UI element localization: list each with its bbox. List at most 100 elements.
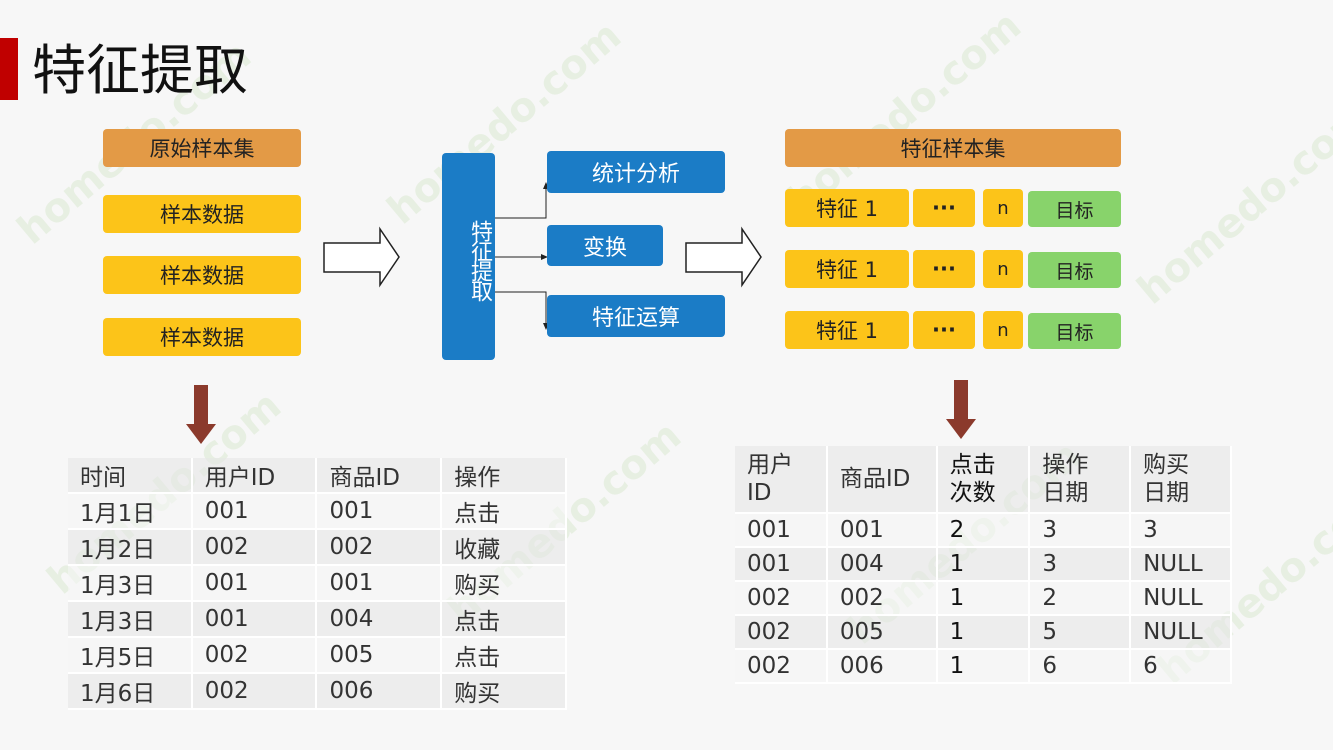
target-box: 目标: [1028, 252, 1121, 288]
branch-lines: [495, 186, 547, 326]
page-title: 特征提取: [32, 39, 248, 102]
title-accent-bar: [0, 38, 18, 100]
table-header-cell: 用户ID: [191, 458, 318, 494]
table-row: 1月3日 001 004 点击: [68, 601, 567, 638]
feature-sample-set-header: 特征样本集: [785, 129, 1121, 167]
table-cell: NULL: [1130, 615, 1232, 650]
table-row: 1月5日 002 005 点击: [68, 637, 567, 674]
table-cell: 001: [316, 493, 443, 530]
table-cell: 3: [1029, 547, 1132, 582]
table-cell: 005: [316, 637, 443, 674]
table-cell: 1: [936, 649, 1031, 684]
table-cell: 006: [826, 649, 938, 684]
table-header-cell: 时间: [68, 458, 193, 494]
table-cell: 收藏: [441, 529, 567, 566]
table-cell: 1月6日: [68, 673, 193, 710]
table-header-cell: 点击次数: [936, 446, 1031, 514]
table-cell: 002: [316, 529, 443, 566]
table-cell: 1月1日: [68, 493, 193, 530]
table-row: 1月6日 002 006 购买: [68, 673, 567, 710]
n-box: n: [983, 250, 1023, 288]
table-cell: 点击: [441, 493, 567, 530]
table-cell: 1: [936, 547, 1031, 582]
table-cell: 001: [316, 565, 443, 602]
table-header-cell: 操作: [441, 458, 567, 494]
table-row: 001 004 1 3 NULL: [735, 547, 1232, 582]
table-cell: 1月3日: [68, 601, 193, 638]
table-cell: 购买: [441, 673, 567, 710]
table-cell: 3: [1130, 513, 1232, 548]
table-row: 001 001 2 3 3: [735, 513, 1232, 548]
hollow-arrow-1: [323, 226, 400, 288]
table-cell: 点击: [441, 601, 567, 638]
feature-box: 特征 1: [785, 311, 909, 349]
table-cell: NULL: [1130, 547, 1232, 582]
table-cell: 002: [735, 581, 828, 616]
feature-box: 特征 1: [785, 189, 909, 227]
n-box: n: [983, 311, 1023, 349]
ellipsis-box: ···: [913, 250, 975, 288]
table-cell: 1月3日: [68, 565, 193, 602]
table-cell: 005: [826, 615, 938, 650]
table-cell: 002: [191, 673, 318, 710]
table-cell: 002: [826, 581, 938, 616]
table-cell: 购买: [441, 565, 567, 602]
table-header-cell: 商品ID: [826, 446, 938, 514]
table-cell: 5: [1029, 615, 1132, 650]
table-cell: 1: [936, 615, 1031, 650]
table-cell: 002: [735, 649, 828, 684]
table-header-cell: 购买日期: [1130, 446, 1232, 514]
table-row: 002 002 1 2 NULL: [735, 581, 1232, 616]
down-arrows: [186, 380, 976, 444]
table-cell: 6: [1130, 649, 1232, 684]
table-cell: 点击: [441, 637, 567, 674]
table-cell: 1月5日: [68, 637, 193, 674]
sample-data-box: 样本数据: [103, 195, 301, 233]
table-cell: 001: [826, 513, 938, 548]
method-feature-computation: 特征运算: [547, 295, 725, 337]
table-cell: 3: [1029, 513, 1132, 548]
sample-data-box: 样本数据: [103, 318, 301, 356]
ellipsis-box: ···: [913, 189, 975, 227]
table-row: 1月2日 002 002 收藏: [68, 529, 567, 566]
table-cell: 002: [191, 529, 318, 566]
table-header-cell: 商品ID: [316, 458, 443, 494]
table-cell: 004: [316, 601, 443, 638]
table-cell: 001: [735, 547, 828, 582]
table-cell: NULL: [1130, 581, 1232, 616]
table-cell: 1月2日: [68, 529, 193, 566]
ellipsis-box: ···: [913, 311, 975, 349]
target-box: 目标: [1028, 313, 1121, 349]
table-cell: 002: [191, 637, 318, 674]
feature-extraction-bar: 特征提取: [442, 153, 495, 360]
table-cell: 001: [191, 601, 318, 638]
table-cell: 004: [826, 547, 938, 582]
feature-box: 特征 1: [785, 250, 909, 288]
table-cell: 002: [735, 615, 828, 650]
table-cell: 1: [936, 581, 1031, 616]
table-row: 002 006 1 6 6: [735, 649, 1232, 684]
sample-data-box: 样本数据: [103, 256, 301, 294]
table-cell: 2: [1029, 581, 1132, 616]
raw-data-table: 时间 用户ID 商品ID 操作 1月1日 001 001 点击 1月2日 002…: [68, 458, 567, 710]
hollow-arrow-2: [685, 226, 762, 288]
n-box: n: [983, 189, 1023, 227]
table-cell: 001: [735, 513, 828, 548]
table-cell: 001: [191, 493, 318, 530]
table-cell: 6: [1029, 649, 1132, 684]
table-row: 1月3日 001 001 购买: [68, 565, 567, 602]
table-row: 002 005 1 5 NULL: [735, 615, 1232, 650]
raw-sample-set-header: 原始样本集: [103, 129, 301, 167]
table-row: 1月1日 001 001 点击: [68, 493, 567, 530]
method-transform: 变换: [547, 225, 663, 266]
method-statistical-analysis: 统计分析: [547, 151, 725, 193]
table-cell: 001: [191, 565, 318, 602]
table-header-cell: 操作日期: [1029, 446, 1132, 514]
target-box: 目标: [1028, 191, 1121, 227]
table-cell: 2: [936, 513, 1031, 548]
table-cell: 006: [316, 673, 443, 710]
